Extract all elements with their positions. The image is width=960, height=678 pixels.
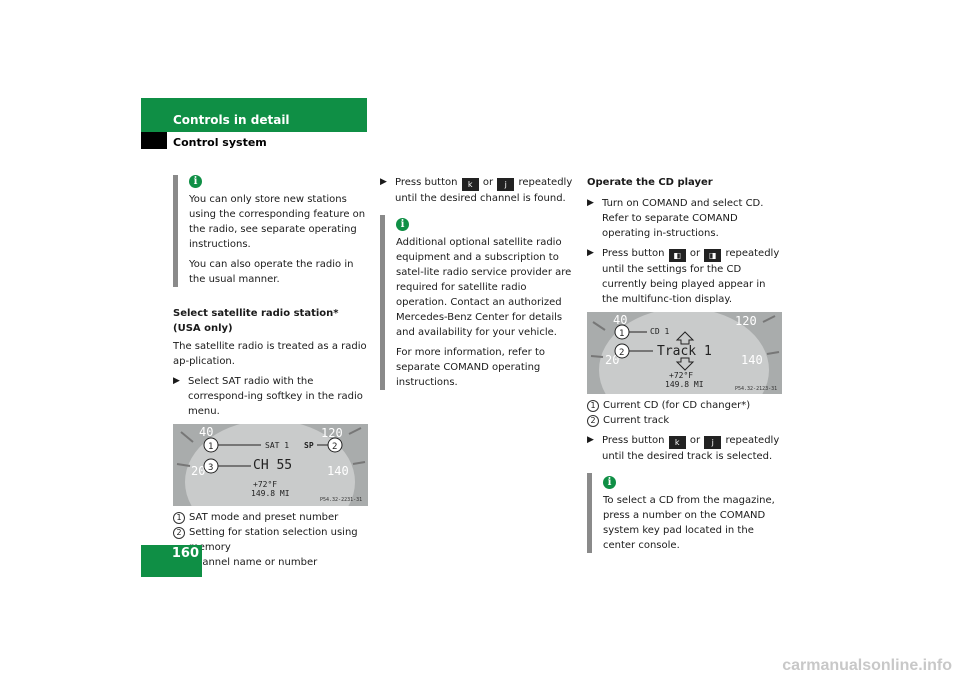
display-sp: SP <box>304 441 314 450</box>
cd-display-image: 40 20 120 140 CD 1 Track 1 +72°F 149.8 M… <box>587 312 782 394</box>
section-title: Controls in detail <box>173 113 290 127</box>
legend-item: 3Channel name or number <box>173 555 368 570</box>
display-track: Track 1 <box>657 344 712 359</box>
arrow-icon: ▶ <box>380 177 387 187</box>
arrow-icon: ▶ <box>587 198 594 208</box>
up-button-icon: k <box>668 436 686 449</box>
section-heading: Select satellite radio station*(USA only… <box>173 308 339 334</box>
callout-2: 2 <box>332 442 337 452</box>
note-paragraph: Additional optional satellite radio equi… <box>396 237 572 338</box>
next-button-icon: ◨ <box>704 249 722 262</box>
sat-display-image: 40 20 120 140 SAT 1 SP CH 55 +72°F 149.8… <box>173 424 368 506</box>
callout-1: 1 <box>619 329 624 339</box>
column-1: i You can only store new stations using … <box>173 175 368 570</box>
instruction-step: ▶ Press button k or j repeatedly until t… <box>380 177 573 204</box>
instruction-step: ▶ Press button k or j repeatedly until t… <box>587 435 780 462</box>
gauge-label: 120 <box>321 426 343 440</box>
intro-text: The satellite radio is treated as a radi… <box>173 341 367 367</box>
note-paragraph: You can only store new stations using th… <box>189 194 366 250</box>
gauge-label: 120 <box>735 314 757 328</box>
header-marker <box>141 132 167 149</box>
display-channel: CH 55 <box>253 458 292 473</box>
column-2: ▶ Press button k or j repeatedly until t… <box>380 175 575 395</box>
column-3: Operate the CD player ▶ Turn on COMAND a… <box>587 175 782 558</box>
display-temp: +72°F <box>669 371 693 380</box>
display-cd: CD 1 <box>650 327 669 336</box>
info-icon: i <box>396 218 409 231</box>
gauge-label: 40 <box>613 313 627 327</box>
callout-1: 1 <box>208 442 213 452</box>
image-reference: P54.32-2231-31 <box>320 497 362 503</box>
page-number: 160 <box>171 546 199 561</box>
gauge-label: 140 <box>741 353 763 367</box>
page-number-band <box>141 545 202 577</box>
instruction-step: ▶ Turn on COMAND and select CD. Refer to… <box>587 198 764 239</box>
info-icon: i <box>603 476 616 489</box>
gauge-label: 20 <box>191 464 205 478</box>
arrow-icon: ▶ <box>587 248 594 258</box>
image-reference: P54.32-2123-31 <box>735 386 777 392</box>
gauge-label: 140 <box>327 464 349 478</box>
info-icon: i <box>189 175 202 188</box>
arrow-icon: ▶ <box>173 376 180 386</box>
section-subtitle: Control system <box>173 136 267 149</box>
info-note: i You can only store new stations using … <box>173 175 368 287</box>
callout-3: 3 <box>208 463 213 473</box>
arrow-icon: ▶ <box>587 435 594 445</box>
display-miles: 149.8 MI <box>665 380 704 389</box>
gauge-label: 40 <box>199 425 213 439</box>
instruction-step: ▶ Select SAT radio with the correspond-i… <box>173 376 363 417</box>
note-paragraph: For more information, refer to separate … <box>396 347 546 388</box>
section-heading: Operate the CD player <box>587 177 713 188</box>
instruction-step: ▶ Press button ◧ or ◨ repeatedly until t… <box>587 248 780 305</box>
watermark: carmanualsonline.info <box>782 657 952 674</box>
up-button-icon: k <box>461 178 479 191</box>
gauge-label: 20 <box>605 353 619 367</box>
callout-2: 2 <box>619 348 624 358</box>
note-paragraph: You can also operate the radio in the us… <box>189 259 354 285</box>
header-band <box>141 98 367 132</box>
previous-button-icon: ◧ <box>668 249 686 262</box>
display-miles: 149.8 MI <box>251 489 290 498</box>
down-button-icon: j <box>497 178 515 191</box>
note-paragraph: To select a CD from the magazine, press … <box>603 495 775 551</box>
info-note: i Additional optional satellite radio eq… <box>380 215 575 390</box>
info-note: i To select a CD from the magazine, pres… <box>587 473 782 553</box>
display-temp: +72°F <box>253 480 277 489</box>
display-mode: SAT 1 <box>265 441 289 450</box>
down-button-icon: j <box>704 436 722 449</box>
